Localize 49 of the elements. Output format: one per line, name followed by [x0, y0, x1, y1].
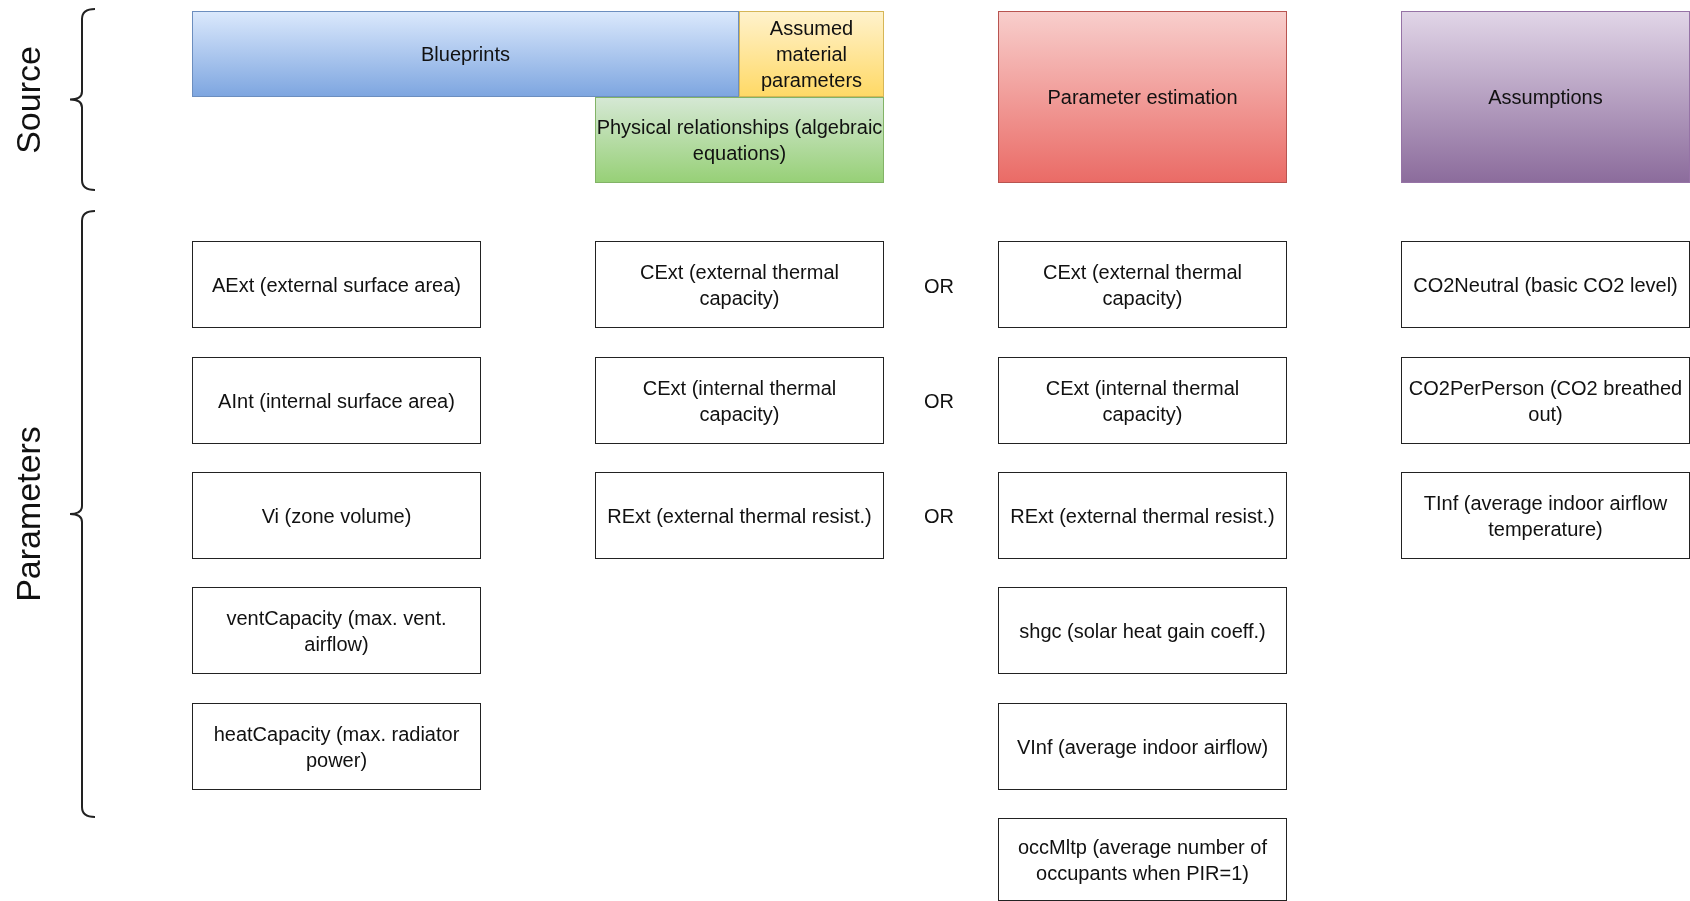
or-label: OR [924, 274, 954, 298]
box-text: Assumed material parameters [759, 16, 864, 93]
source-box [595, 97, 884, 183]
box-text: Physical relationships (algebraic equations) [596, 115, 883, 166]
or-label: OR [924, 389, 954, 413]
parameter-box [192, 703, 481, 790]
box-text: VInf (average indoor airflow) [1016, 734, 1269, 760]
parameter-box [192, 472, 481, 559]
source-box [739, 11, 884, 97]
parameter-box [595, 357, 884, 444]
parameter-box [998, 472, 1287, 559]
or-label: OR [924, 504, 954, 528]
box-text: Vi (zone volume) [261, 503, 412, 529]
box-text: CO2Neutral (basic CO2 level) [1413, 272, 1678, 298]
parameter-box [192, 241, 481, 328]
parameter-box [192, 357, 481, 444]
parameter-box [595, 472, 884, 559]
box-text: heatCapacity (max. radiator power) [212, 721, 461, 773]
box-text: AInt (internal surface area) [218, 388, 455, 414]
parameter-box [1401, 357, 1690, 444]
parameter-box [595, 241, 884, 328]
parameter-box [998, 818, 1287, 901]
parameter-box [1401, 241, 1690, 328]
box-text: Blueprints [421, 42, 510, 67]
box-text: AExt (external surface area) [212, 272, 461, 298]
section-label: Source [8, 46, 48, 154]
box-text: CO2PerPerson (CO2 breathed out) [1408, 375, 1683, 427]
box-text: ventCapacity (max. vent. airflow) [225, 605, 448, 657]
box-text: shgc (solar heat gain coeff.) [1019, 618, 1266, 644]
box-text: CExt (external thermal capacity) [1042, 259, 1243, 311]
box-text: RExt (external thermal resist.) [1010, 503, 1275, 529]
box-text: CExt (internal thermal capacity) [641, 375, 838, 427]
box-text: RExt (external thermal resist.) [607, 503, 872, 529]
box-text: Parameter estimation [1047, 85, 1238, 110]
parameter-box [192, 587, 481, 674]
source-box [998, 11, 1287, 183]
box-text: CExt (internal thermal capacity) [1044, 375, 1241, 427]
section-label: Parameters [8, 426, 48, 602]
box-text: CExt (external thermal capacity) [639, 259, 840, 311]
parameter-box [1401, 472, 1690, 559]
source-box [1401, 11, 1690, 183]
parameter-box [998, 703, 1287, 790]
box-text: occMltp (average number of occupants when PIR=1) [1017, 834, 1268, 886]
box-text: TInf (average indoor airflow temperature) [1422, 490, 1669, 542]
source-box [192, 11, 739, 97]
parameter-box [998, 357, 1287, 444]
box-text: Assumptions [1488, 85, 1603, 110]
parameter-box [998, 587, 1287, 674]
parameter-box [998, 241, 1287, 328]
